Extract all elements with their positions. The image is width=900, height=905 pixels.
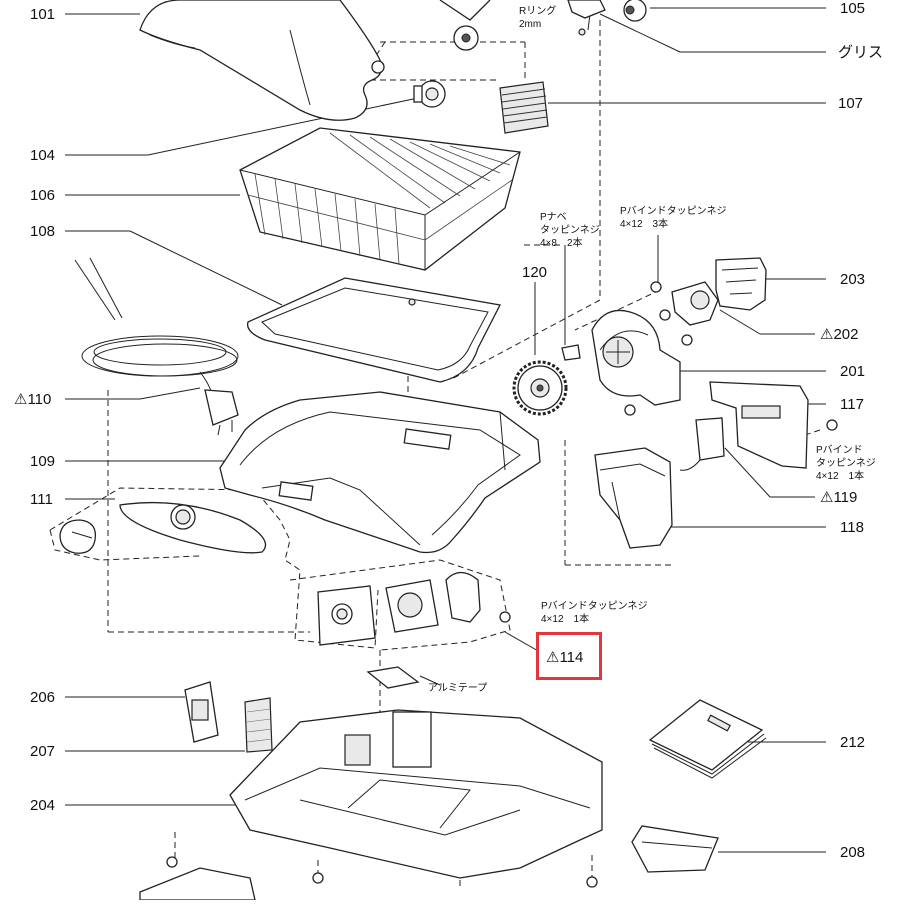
note-pnabe-line2: タッピンネジ bbox=[540, 225, 600, 236]
label-110: ⚠110 bbox=[14, 391, 52, 408]
part-120-gear bbox=[512, 344, 581, 416]
label-108: 108 bbox=[30, 223, 56, 240]
part-212-manual bbox=[648, 699, 767, 779]
part-203-bracket bbox=[650, 257, 767, 311]
note-pbind1r-line2: タッピンネジ bbox=[816, 458, 876, 469]
note-alumi-tape: アルミテープ bbox=[428, 683, 488, 694]
part-106-basket bbox=[239, 127, 521, 271]
note-pbind1r-line3: 4×12 1本 bbox=[816, 471, 865, 482]
label-104: 104 bbox=[30, 147, 56, 164]
note-pbind3-line2: 4×12 3本 bbox=[620, 219, 669, 230]
label-109: 109 bbox=[30, 453, 56, 470]
label-117: 117 bbox=[840, 396, 864, 413]
part-109-housing bbox=[219, 391, 541, 554]
label-101: 101 bbox=[30, 6, 56, 23]
label-111: 111 bbox=[30, 491, 53, 508]
label-206: 206 bbox=[30, 689, 56, 706]
label-105: 105 bbox=[840, 0, 866, 17]
label-208: 208 bbox=[840, 844, 866, 861]
label-119: ⚠119 bbox=[820, 489, 858, 506]
part-204-base bbox=[139, 709, 603, 901]
label-204: 204 bbox=[30, 797, 56, 814]
label-114: ⚠114 bbox=[546, 649, 584, 666]
note-pbind1c-line2: 4×12 1本 bbox=[541, 614, 590, 625]
part-108-tray bbox=[246, 277, 501, 383]
label-118: 118 bbox=[840, 519, 864, 536]
part-206-holder bbox=[184, 681, 219, 743]
part-202-motor bbox=[671, 281, 719, 326]
part-207-filter bbox=[244, 697, 273, 753]
part-208-case bbox=[631, 825, 719, 873]
part-114-switch-assembly bbox=[317, 571, 511, 646]
leader-lines bbox=[65, 7, 826, 853]
label-106: 106 bbox=[30, 187, 56, 204]
note-pbind1r-line1: Pバインド bbox=[816, 445, 863, 456]
part-201-fan-housing bbox=[591, 309, 693, 416]
part-101-cover bbox=[139, 0, 385, 121]
note-pnabe-line1: Pナベ bbox=[540, 212, 567, 223]
part-119-switch bbox=[679, 417, 725, 471]
label-207: 207 bbox=[30, 743, 56, 760]
label-201: 201 bbox=[840, 363, 866, 380]
label-120: 120 bbox=[522, 264, 548, 281]
note-pbind3-line1: Pバインドタッピンネジ bbox=[620, 206, 727, 217]
label-107: 107 bbox=[838, 95, 864, 112]
part-107-filter bbox=[499, 81, 549, 134]
label-202: ⚠202 bbox=[820, 326, 859, 343]
part-111-dial bbox=[59, 501, 267, 554]
label-212: 212 bbox=[840, 734, 866, 751]
label-grease: グリス bbox=[838, 44, 884, 61]
note-pnabe-line3: 4×8 2本 bbox=[540, 238, 583, 249]
part-alumi-tape bbox=[366, 666, 420, 689]
note-rring-line2: 2mm bbox=[519, 19, 542, 30]
label-203: 203 bbox=[840, 271, 866, 288]
part-104-knob bbox=[413, 80, 446, 108]
part-118-duct bbox=[594, 447, 673, 549]
part-117-cover bbox=[709, 381, 838, 469]
highlight-box-114 bbox=[536, 632, 602, 680]
part-105-hinge bbox=[439, 0, 647, 51]
note-rring-line1: Rリング bbox=[519, 6, 557, 17]
note-pbind1c-line1: Pバインドタッピンネジ bbox=[541, 601, 648, 612]
part-110-cord bbox=[74, 257, 239, 436]
